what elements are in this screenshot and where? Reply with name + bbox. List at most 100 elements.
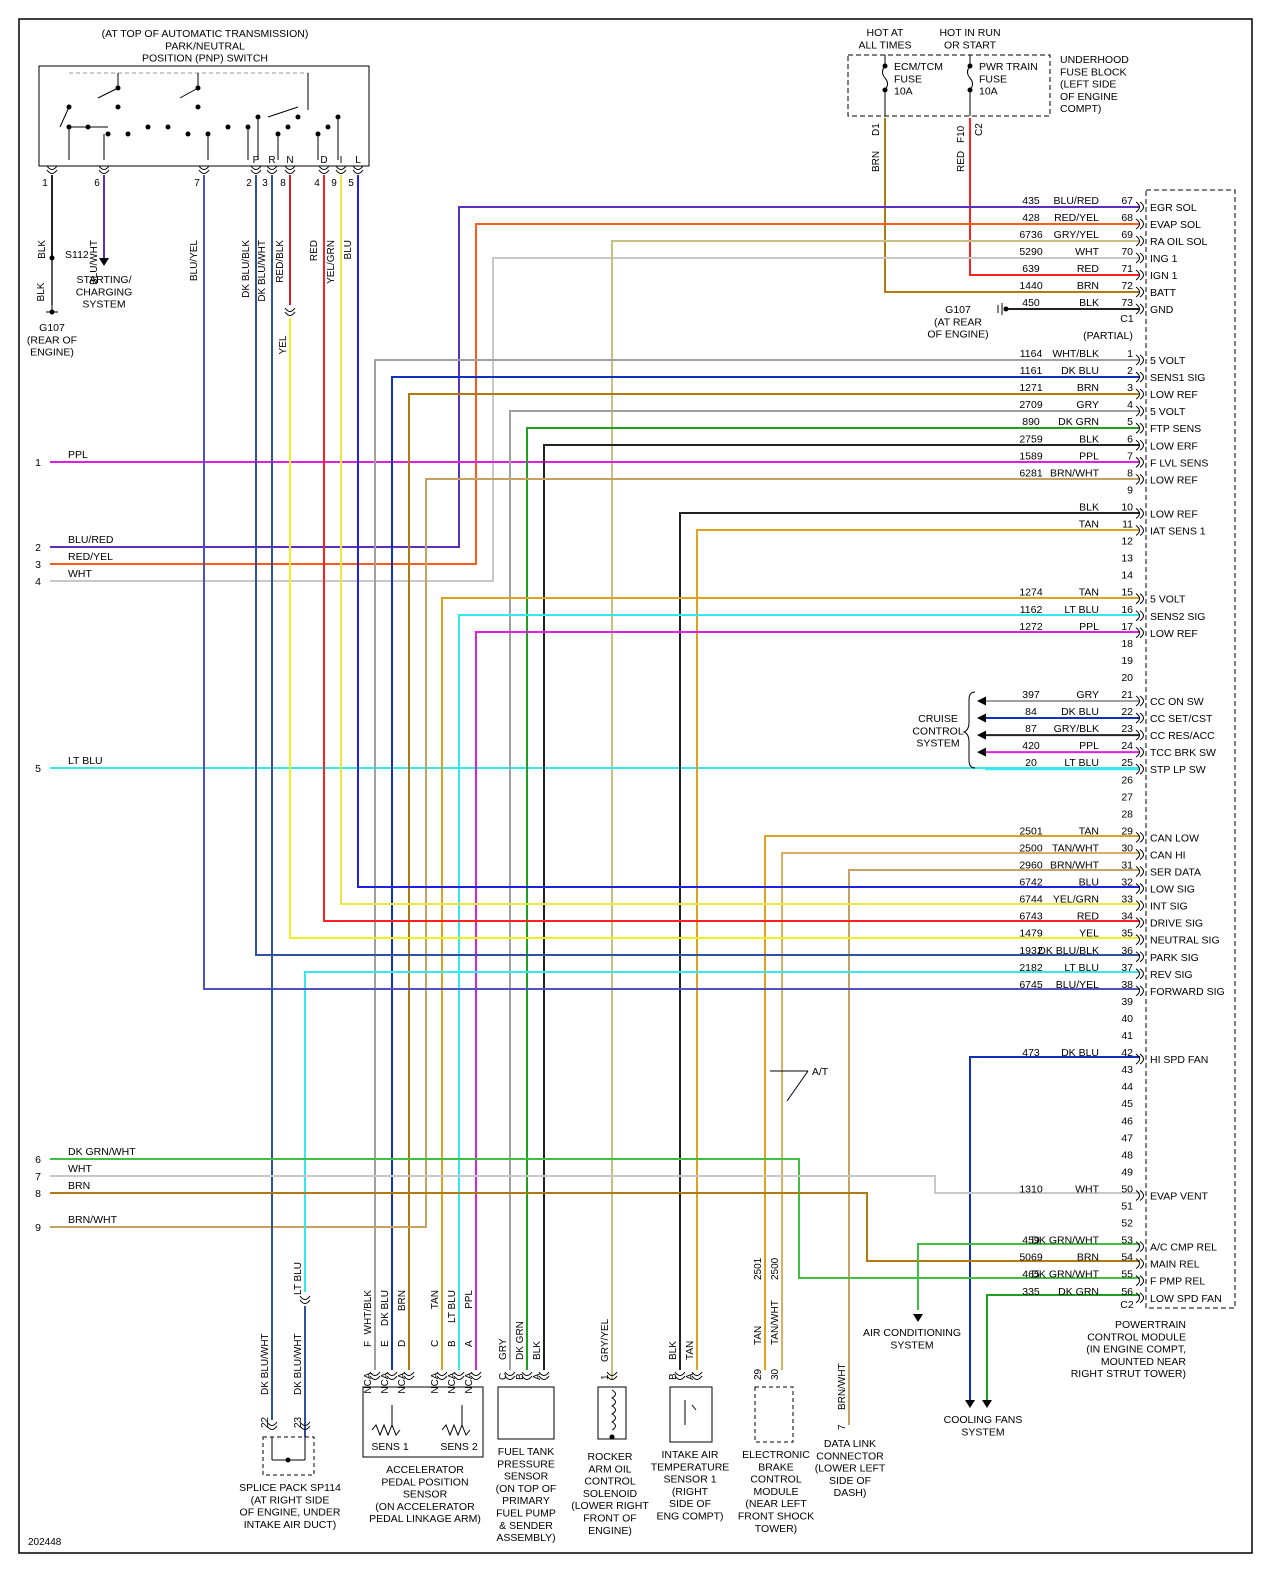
pcm-pin-label: CC RES/ACC [1150, 730, 1215, 742]
left-wire-number: 3 [35, 559, 41, 571]
underhood-fuse-block-title: COMPT) [1060, 103, 1101, 115]
iat-pin-connector [674, 1371, 686, 1380]
pcm-wire-color: GRY [1076, 689, 1099, 701]
pcm-pin-number: 22 [1121, 706, 1133, 718]
wire-can-hi [781, 852, 1140, 1370]
fuse-pin-f10: F10 [956, 125, 967, 143]
pcm-wire-color: BRN [1077, 280, 1099, 292]
pcm-wire-color: BLK [1079, 501, 1099, 513]
splice-pack-box [262, 1436, 315, 1476]
pcm-pin-label: CAN LOW [1150, 832, 1199, 844]
pnp-pin-connector [98, 165, 110, 174]
pcm-pin-number: 29 [1121, 825, 1133, 837]
pnp-pin-connector [266, 165, 278, 174]
pnp-title: (AT TOP OF AUTOMATIC TRANSMISSION) [102, 28, 309, 40]
pcm-circuit-number: 2709 [1019, 399, 1043, 411]
pcm-pin-number: 24 [1121, 740, 1133, 752]
wire-low-erf [543, 444, 1140, 1370]
iat-wire-color: BLK [668, 1341, 679, 1360]
pcm-pin-label: NEUTRAL SIG [1150, 935, 1220, 947]
pcm-circuit-number: 890 [1022, 416, 1040, 428]
pcm-pin-connector [1135, 456, 1144, 468]
apps-nca: NCA [464, 1372, 475, 1393]
ground-dot [1003, 306, 1009, 312]
pcm-pin-number: 68 [1121, 212, 1133, 224]
pcm-circuit-number: 1310 [1019, 1183, 1043, 1195]
left-wire-label: WHT [68, 1163, 92, 1175]
pcm-pin-number: 37 [1121, 962, 1133, 974]
pcm-circuit-number: 2960 [1019, 860, 1043, 872]
cruise-control-system: CONTROL [912, 725, 963, 737]
pcm-pin-connector [1135, 627, 1144, 639]
pcm-wire-color: DK BLU [1061, 365, 1099, 377]
pcm-pin-connector [1135, 763, 1144, 775]
pcm-pin-number: 40 [1121, 1013, 1133, 1025]
pcm-pin-connector [1135, 405, 1144, 417]
iat-pin-letter: A [685, 1373, 696, 1380]
left-wire-label: BRN [68, 1180, 90, 1192]
pcm-pin-number: 11 [1122, 519, 1133, 531]
apps-nca: NCA [380, 1372, 391, 1393]
pnp-wire-color: YEL/GRN [326, 240, 337, 284]
wire-ac-cmp-rel [917, 1243, 1140, 1310]
switch-blade [179, 87, 199, 99]
wire-drive-sig [323, 175, 1140, 922]
cooling-fans-system: SYSTEM [961, 1426, 1004, 1438]
pcm-wire-color: YEL [1079, 928, 1099, 940]
pcm-circuit-number: 6281 [1019, 467, 1043, 479]
fuse-pin-c2: C2 [974, 123, 985, 136]
ftp-sensor-box [497, 1386, 555, 1440]
pcm-wire-color: PPL [1079, 740, 1099, 752]
pcm-pin-label: LOW ERF [1150, 440, 1198, 452]
pcm-pin-number: 4 [1127, 399, 1133, 411]
apps-pin-connector [386, 1371, 398, 1380]
wire-park-sig [255, 175, 1140, 956]
fuse-icon [882, 65, 888, 91]
wire-low-ref-1 [408, 393, 1140, 1370]
pcm-circuit-number: 1272 [1019, 621, 1043, 633]
pnp-pin-letter: L [355, 155, 361, 166]
splice-pin-connector [266, 1421, 278, 1430]
pcm-pin-connector [1135, 422, 1144, 434]
pcm-pin-number: 54 [1121, 1252, 1133, 1264]
pcm-pin-number: 23 [1121, 723, 1133, 735]
left-wire-number: 7 [35, 1171, 41, 1183]
pcm-wire-color: BLU/RED [1053, 195, 1099, 207]
pwr-train-fuse: 10A [979, 86, 998, 98]
iat-title: TEMPERATURE [651, 1461, 730, 1473]
left-wire-number: 8 [35, 1188, 41, 1200]
pcm-pin-label: MAIN REL [1150, 1259, 1200, 1271]
pcm-circuit-number: 20 [1025, 757, 1037, 769]
pcm-c2-label: C2 [1120, 1299, 1134, 1311]
rocker-title: SOLENOID [583, 1488, 638, 1500]
pnp-pin-letter: R [268, 155, 275, 166]
pcm-pin-number: 53 [1121, 1235, 1133, 1247]
pnp-pin-number: 7 [194, 178, 200, 189]
ebcm-pin: 29 [753, 1368, 764, 1380]
pcm-pin-number: 25 [1121, 757, 1133, 769]
apps-pin-letter: E [380, 1340, 391, 1347]
pcm-pin-number: 39 [1121, 996, 1133, 1008]
diagram-border [18, 18, 1253, 1554]
splice-s112 [49, 255, 55, 261]
pcm-circuit-number: 1271 [1019, 382, 1043, 394]
ecm-tcm-fuse: ECM/TCM [894, 61, 943, 73]
wire-low-ref-17 [475, 631, 1140, 1370]
pcm-pin-label: LOW REF [1150, 474, 1198, 486]
pcm-circuit-number: 6745 [1019, 979, 1043, 991]
pcm-pin-label: TCC BRK SW [1150, 747, 1216, 759]
pnp-title: PARK/NEUTRAL [165, 40, 245, 52]
ecm-tcm-fuse: 10A [894, 86, 913, 98]
iat-title: INTAKE AIR [662, 1449, 719, 1461]
pcm-pin-label: INT SIG [1150, 901, 1188, 913]
rocker-wire-color: GRY/YEL [600, 1318, 611, 1362]
pcm-circuit-number: 1162 [1020, 604, 1043, 616]
pcm-pin-connector [1135, 1190, 1144, 1201]
pcm-circuit-number: 420 [1022, 740, 1040, 752]
splice-pack-title: SPLICE PACK SP114 [239, 1482, 341, 1494]
switch-contact [115, 104, 121, 110]
hot-at-all-times: HOT AT [867, 27, 905, 39]
pwr-train-fuse: PWR TRAIN [979, 61, 1038, 73]
pcm-circuit-number: 5069 [1019, 1252, 1043, 1264]
